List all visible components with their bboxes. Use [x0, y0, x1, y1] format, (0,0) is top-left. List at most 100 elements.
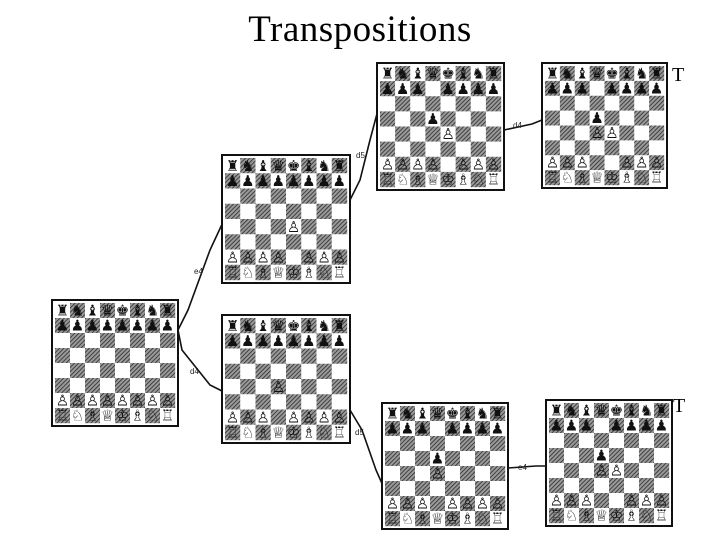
white-pawn-icon: ♙	[333, 248, 346, 266]
dark-square	[286, 333, 302, 349]
dark-square	[624, 463, 640, 479]
black-bishop-icon: ♝	[416, 405, 429, 423]
dark-square	[100, 363, 116, 379]
light-square	[410, 156, 426, 173]
dark-square	[130, 363, 146, 379]
black-rook-icon: ♜	[161, 302, 174, 320]
white-pawn-icon: ♙	[590, 124, 603, 142]
light-square	[490, 511, 506, 527]
dark-square	[286, 394, 302, 410]
dark-square	[255, 333, 271, 349]
light-square	[654, 508, 670, 524]
light-square	[380, 66, 396, 82]
white-queen-icon: ♕	[590, 169, 603, 187]
dark-square	[286, 363, 302, 380]
black-pawn-icon: ♟	[565, 417, 578, 435]
light-square	[115, 303, 131, 319]
dark-square	[564, 463, 580, 479]
black-pawn-icon: ♟	[550, 417, 563, 435]
white-knight-icon: ♘	[241, 264, 254, 282]
white-pawn-icon: ♙	[86, 392, 99, 410]
light-square	[490, 421, 506, 437]
black-bishop-icon: ♝	[620, 64, 633, 82]
black-queen-icon: ♛	[590, 64, 603, 82]
white-knight-icon: ♘	[317, 424, 330, 442]
light-square	[425, 171, 441, 188]
dark-square	[240, 188, 256, 204]
dark-square	[455, 126, 471, 142]
light-square	[649, 140, 665, 156]
black-bishop-icon: ♝	[411, 65, 424, 83]
black-pawn-icon: ♟	[386, 420, 399, 438]
dark-square	[559, 125, 575, 141]
transposition-mark-top: T	[672, 64, 684, 86]
black-pawn-icon: ♟	[446, 420, 459, 438]
black-pawn-icon: ♟	[256, 332, 269, 350]
dark-square	[331, 409, 348, 425]
light-square	[619, 140, 635, 156]
white-rook-icon: ♖	[56, 407, 69, 425]
dark-square	[400, 496, 416, 512]
connector-upper-right-to-top	[503, 119, 543, 131]
light-square	[559, 170, 575, 186]
dark-square	[55, 318, 71, 334]
light-square	[415, 496, 431, 512]
light-square	[545, 95, 561, 111]
light-square	[255, 219, 271, 235]
white-bishop-icon: ♗	[456, 171, 469, 189]
white-pawn-icon: ♙	[546, 154, 559, 172]
light-square	[564, 478, 580, 494]
dark-square	[415, 511, 431, 527]
light-square	[115, 393, 131, 409]
dark-square	[475, 421, 491, 437]
dark-square	[240, 158, 256, 174]
dark-square	[100, 303, 116, 319]
dark-square	[619, 155, 635, 171]
white-pawn-icon: ♙	[472, 155, 485, 173]
transposition-mark-bottom: T	[673, 395, 685, 417]
dark-square	[286, 203, 302, 220]
light-square	[160, 348, 176, 364]
black-pawn-icon: ♟	[491, 420, 504, 438]
light-square	[380, 156, 396, 173]
black-bishop-icon: ♝	[86, 302, 99, 320]
light-square	[255, 379, 271, 395]
dark-square	[460, 406, 476, 422]
black-rook-icon: ♜	[491, 405, 504, 423]
dark-square	[634, 110, 650, 126]
light-square	[286, 318, 302, 334]
white-bishop-icon: ♗	[620, 169, 633, 187]
black-bishop-icon: ♝	[461, 405, 474, 423]
black-knight-icon: ♞	[317, 317, 330, 335]
light-square	[255, 249, 271, 265]
white-pawn-icon: ♙	[272, 378, 285, 396]
dark-square	[400, 406, 416, 422]
dark-square	[225, 424, 241, 441]
dark-square	[145, 318, 161, 334]
white-pawn-icon: ♙	[620, 154, 633, 172]
black-bishop-icon: ♝	[302, 157, 315, 175]
white-knight-icon: ♘	[317, 264, 330, 282]
white-pawn-icon: ♙	[287, 408, 300, 426]
dark-square	[145, 348, 161, 364]
dark-square	[604, 80, 620, 96]
connector-root-to-lower	[177, 329, 225, 393]
light-square	[385, 466, 401, 482]
dark-square	[225, 173, 241, 189]
dark-square	[649, 95, 665, 111]
dark-square	[639, 448, 655, 464]
dark-square	[579, 478, 595, 494]
black-knight-icon: ♞	[317, 157, 330, 175]
light-square	[316, 318, 332, 334]
light-square	[445, 406, 461, 422]
light-square	[485, 81, 502, 97]
black-king-icon: ♚	[441, 65, 454, 83]
white-bishop-icon: ♗	[461, 510, 474, 528]
white-rook-icon: ♖	[487, 171, 500, 189]
dark-square	[490, 436, 506, 452]
dark-square	[255, 173, 271, 189]
dark-square	[160, 363, 176, 379]
dark-square	[225, 333, 241, 349]
white-pawn-icon: ♙	[302, 408, 315, 426]
dark-square	[240, 409, 256, 425]
